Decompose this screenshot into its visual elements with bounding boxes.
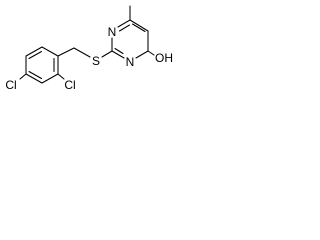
bond-b2-b3 xyxy=(41,73,59,84)
atom-label-oh: OH xyxy=(155,51,173,65)
bond-c6-c5-inner xyxy=(131,23,146,33)
atom-label-n1: N xyxy=(108,25,117,39)
bond-b3-b4 xyxy=(25,73,43,84)
atom-label-cl-2: Cl xyxy=(64,78,75,92)
atom-label-s: S xyxy=(92,54,100,68)
bond-s-ch2 xyxy=(73,47,91,58)
atom-label-group: N N S OH Cl Cl xyxy=(5,25,173,92)
bond-ch2-c1 xyxy=(57,47,75,57)
bond-group xyxy=(19,5,155,84)
bond-n3-c2 xyxy=(111,50,125,59)
bond-c4-n3 xyxy=(135,50,149,59)
bond-n3-c2-inner xyxy=(114,47,124,55)
bond-b3-b4-inner xyxy=(28,70,43,80)
bond-b4-cl xyxy=(19,73,27,80)
bond-b6-b1 xyxy=(41,46,59,57)
atom-label-cl-4: Cl xyxy=(5,78,16,92)
bond-b5-b6-inner xyxy=(28,50,43,60)
bond-b2-cl xyxy=(57,73,65,80)
bond-b5-b6 xyxy=(25,46,43,57)
bond-c4-o xyxy=(147,50,155,56)
molecule-structure-diagram: N N S OH Cl Cl xyxy=(5,5,173,92)
bond-c6-c5 xyxy=(129,19,149,32)
bond-n1-c6 xyxy=(117,19,131,28)
bond-c2-s xyxy=(101,50,113,58)
bond-n1-c6-inner xyxy=(118,24,131,32)
atom-label-n3: N xyxy=(126,55,135,69)
